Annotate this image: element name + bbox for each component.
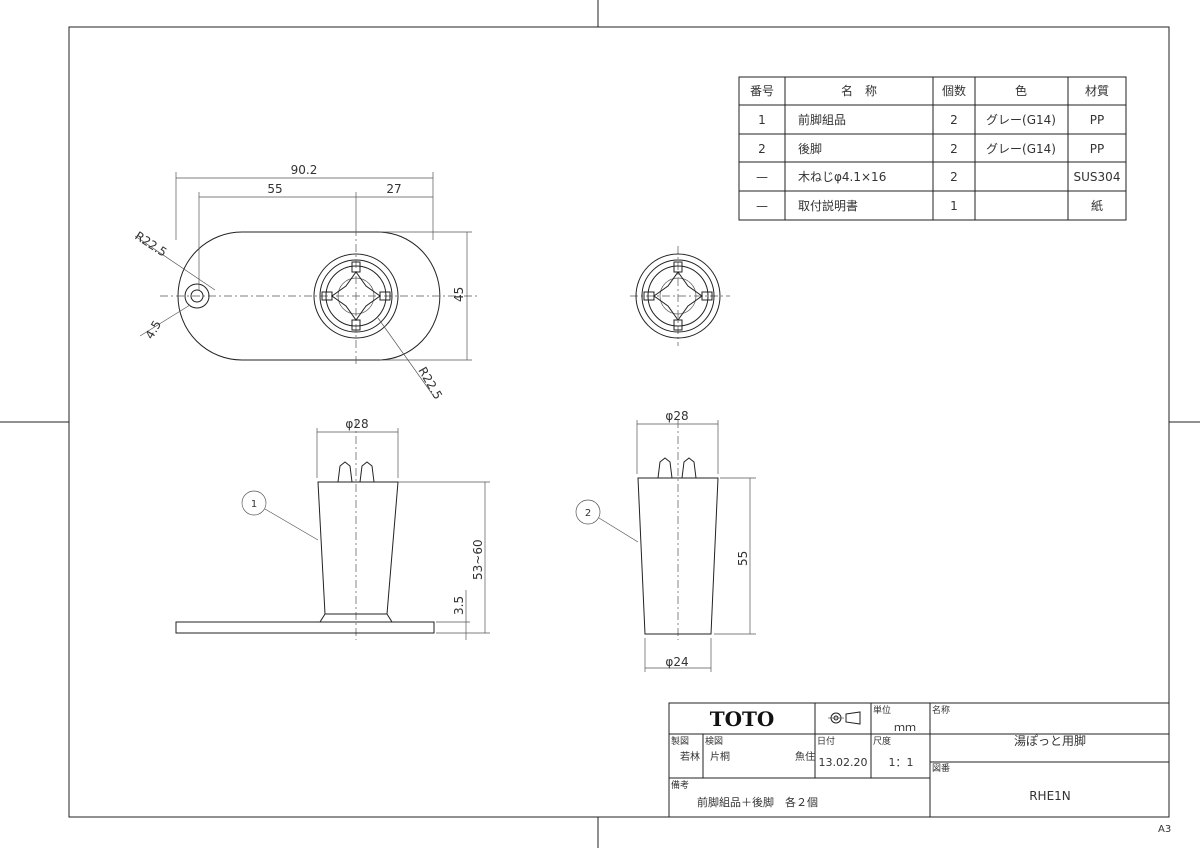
balloon-1 xyxy=(241,490,267,516)
table-cell: 前脚組品 xyxy=(798,112,846,127)
date-label: 日付 xyxy=(817,736,835,747)
toto-logo: TOTO xyxy=(710,707,775,731)
dim-height: 45 xyxy=(452,287,466,302)
checked-by-1: 片桐 xyxy=(710,750,730,763)
unit-label: 単位 xyxy=(873,704,891,716)
parts-table: 番号 名 称 個数 色 材質 1 前脚組品 2 グレー(G14) PP 2 後脚… xyxy=(738,76,1127,221)
checked-by-2: 魚住 xyxy=(795,750,815,763)
drawn-by: 若林 xyxy=(680,750,700,763)
table-header-no: 番号 xyxy=(750,84,774,98)
balloon-1-label: 1 xyxy=(251,499,257,510)
top-view-rear-leg xyxy=(630,246,730,346)
table-cell: 木ねじφ4.1×16 xyxy=(798,170,886,184)
table-header-color: 色 xyxy=(1015,84,1027,98)
table-cell: 2 xyxy=(950,142,958,156)
dim-hole: 4.5 xyxy=(142,318,164,342)
table-cell: 2 xyxy=(950,113,958,127)
name-label: 名称 xyxy=(932,704,950,716)
balloon-2-label: 2 xyxy=(585,508,591,519)
drawing-number: RHE1N xyxy=(1029,789,1071,803)
table-cell: 2 xyxy=(758,142,766,156)
table-cell: PP xyxy=(1090,113,1104,127)
check-label: 検図 xyxy=(705,735,723,747)
table-cell: グレー(G14) xyxy=(986,142,1056,156)
third-angle-projection-icon xyxy=(828,711,861,725)
dim-radius-left: R22.5 xyxy=(132,229,169,260)
table-cell: 1 xyxy=(758,113,766,127)
dim-right-width: 27 xyxy=(386,182,401,196)
table-cell: 紙 xyxy=(1091,198,1103,213)
product-name: 湯ぽっと用脚 xyxy=(1014,733,1086,748)
dim-rear-bottom-diameter: φ24 xyxy=(665,655,688,669)
table-header-material: 材質 xyxy=(1085,83,1109,98)
unit-value: ｍｍ xyxy=(894,721,916,734)
scale-value: 1：1 xyxy=(889,756,914,769)
top-view-front-leg: 90.2 55 27 R22.5 4.5 R22.5 45 xyxy=(132,163,480,402)
dim-front-base: 3.5 xyxy=(452,596,466,615)
table-header-qty: 個数 xyxy=(942,83,966,98)
table-cell: — xyxy=(756,170,768,184)
side-view-front-leg: φ28 53~60 3.5 1 xyxy=(175,417,490,640)
title-block: TOTO 単位 ｍｍ 名称 湯ぽっと用脚 製図 若林 検図 片桐 魚住 日付 1… xyxy=(668,702,1170,818)
dim-rear-height: 55 xyxy=(736,551,750,566)
dim-left-width: 55 xyxy=(267,182,282,196)
table-cell: グレー(G14) xyxy=(986,113,1056,127)
drawing-no-label: 図番 xyxy=(932,762,950,774)
table-cell: 後脚 xyxy=(798,141,822,156)
table-cell: SUS304 xyxy=(1074,170,1121,184)
date-value: 13.02.20 xyxy=(819,756,868,769)
remarks-label: 備考 xyxy=(671,779,689,791)
dim-rear-top-diameter: φ28 xyxy=(665,409,688,423)
table-cell: — xyxy=(756,199,768,213)
dim-total-width: 90.2 xyxy=(291,163,318,177)
dim-radius-right: R22.5 xyxy=(415,365,445,402)
table-cell: 1 xyxy=(950,199,958,213)
sheet-size: A3 xyxy=(1158,824,1171,835)
remarks-value: 前脚組品＋後脚 各２個 xyxy=(697,795,818,809)
table-cell: 2 xyxy=(950,170,958,184)
side-view-rear-leg: φ28 55 φ24 2 xyxy=(575,409,756,672)
table-cell: 取付説明書 xyxy=(798,198,858,213)
table-cell: PP xyxy=(1090,142,1104,156)
dim-front-height: 53~60 xyxy=(471,539,485,580)
scale-label: 尺度 xyxy=(873,735,891,747)
table-header-name: 名 称 xyxy=(841,83,877,98)
drawn-label: 製図 xyxy=(671,735,689,747)
dim-front-diameter: φ28 xyxy=(345,417,368,431)
balloon-2 xyxy=(575,499,601,525)
